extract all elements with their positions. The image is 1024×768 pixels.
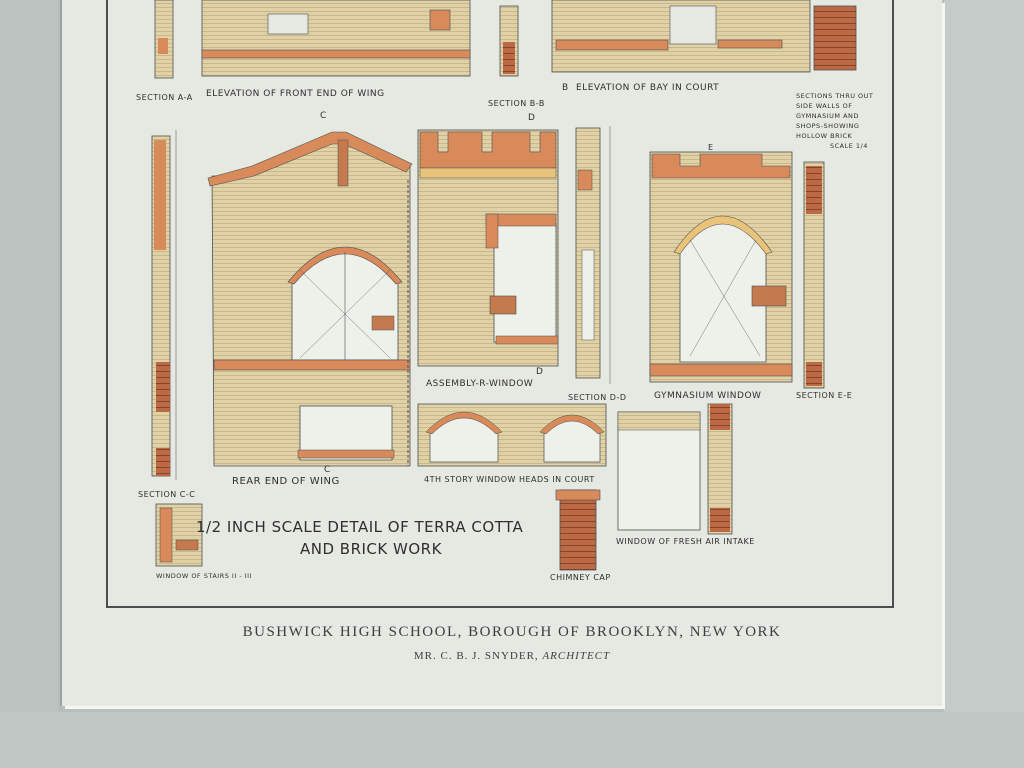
svg-text:HOLLOW BRICK: HOLLOW BRICK [796,132,853,140]
plate-caption-title: BUSHWICK HIGH SCHOOL, BOROUGH OF BROOKLY… [242,624,782,640]
svg-text:SECTIONS THRU OUT: SECTIONS THRU OUT [796,92,873,100]
marker-d-bottom: D [536,367,543,377]
section-bb-drawing [499,5,519,77]
marker-e: E [708,143,714,152]
mat-bottom [0,712,1024,768]
fresh-air-intake-drawing [617,403,733,535]
svg-text:SHOPS-SHOWING: SHOPS-SHOWING [796,122,859,130]
section-aa-label: SECTION A-A [136,93,193,102]
mat-right [944,0,1024,768]
section-bb-label: SECTION B-B [488,99,545,108]
stairs-window-label: WINDOW OF STAIRS II - III [156,572,252,580]
section-aa-drawing [154,0,174,79]
plate-caption-architect: MR. C. B. J. SNYDER, ARCHITECT [0,650,1024,662]
sections-note: SECTIONS THRU OUT SIDE WALLS OF GYMNASIU… [796,92,873,150]
bay-elevation-label: ELEVATION OF BAY IN COURT [576,83,719,93]
drawing-title-line1: 1/2 INCH SCALE DETAIL OF TERRA COTTA [196,518,524,536]
architect-role: ARCHITECT [542,650,611,662]
front-wing-elevation-drawing [201,0,471,77]
section-ee-label: SECTION E-E [796,391,852,400]
window-heads-drawing [417,403,607,467]
assembly-window-drawing [417,129,559,367]
fresh-air-label: WINDOW OF FRESH AIR INTAKE [616,537,755,546]
architect-name: MR. C. B. J. SNYDER, [413,650,539,662]
section-dd-drawing [575,126,611,384]
assembly-window-label: ASSEMBLY-R-WINDOW [426,379,533,389]
marker-c-bottom: C [324,465,331,475]
svg-text:SIDE WALLS OF: SIDE WALLS OF [796,102,853,110]
front-wing-label: ELEVATION OF FRONT END OF WING [206,89,385,99]
section-dd-label: SECTION D-D [568,393,627,402]
marker-d-top: D [528,113,535,123]
marker-b: B [562,83,569,93]
drawing-title-line2: AND BRICK WORK [300,540,443,558]
section-ee-drawing [803,161,825,389]
bay-elevation-drawing [551,0,857,73]
plate-border [106,0,894,608]
section-cc-label: SECTION C-C [138,490,195,499]
stairs-window-drawing [155,503,203,567]
chimney-cap-drawing [555,489,601,571]
svg-text:GYMNASIUM AND: GYMNASIUM AND [796,112,859,120]
rear-end-wing-drawing [207,131,413,467]
gymnasium-window-label: GYMNASIUM WINDOW [654,391,761,401]
marker-c-top: C [320,111,327,121]
rear-end-wing-label: REAR END OF WING [232,476,340,487]
chimney-cap-label: CHIMNEY CAP [550,573,611,582]
window-heads-label: 4TH STORY WINDOW HEADS IN COURT [424,475,595,484]
gymnasium-window-drawing [649,151,793,383]
mat-left [0,0,58,768]
svg-text:SCALE 1/4: SCALE 1/4 [830,142,868,150]
section-cc-drawing [151,130,177,480]
